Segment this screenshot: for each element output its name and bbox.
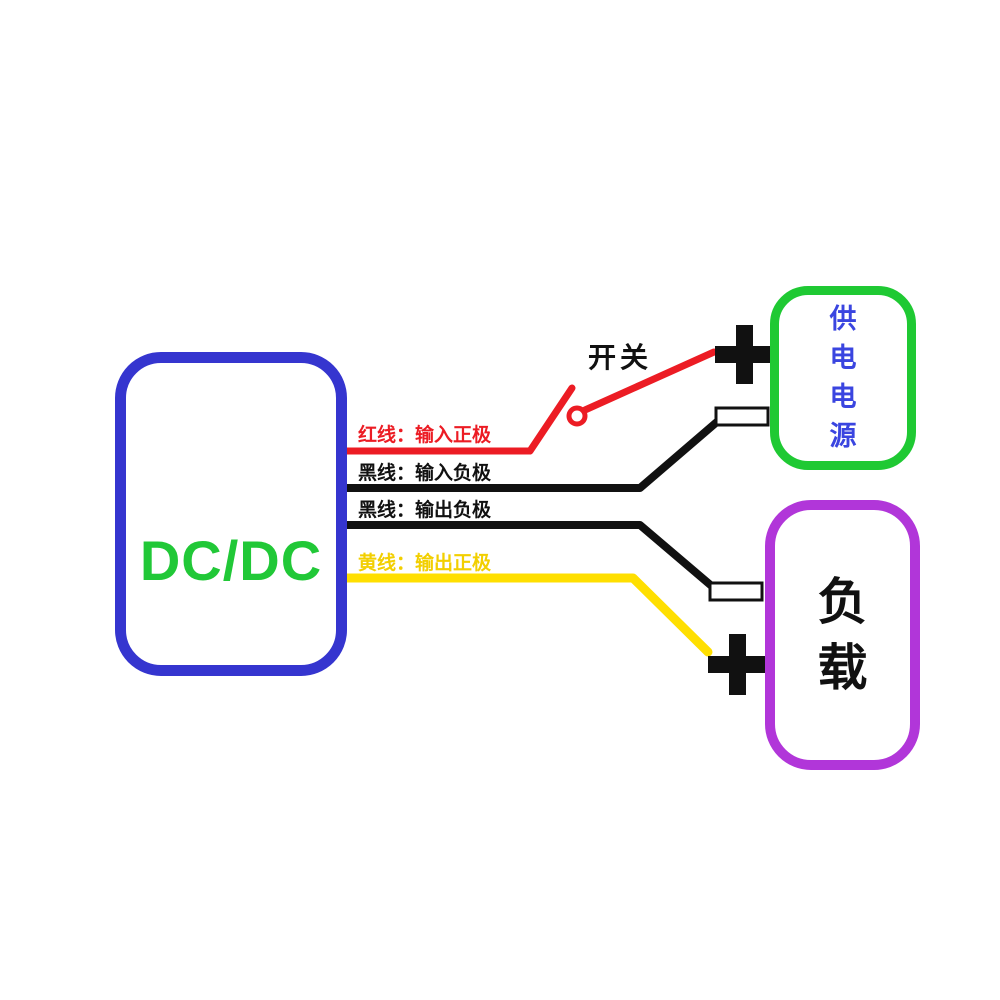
power-supply-char: 电: [829, 343, 857, 373]
black-output-wire-label: 黑线：输出负极: [358, 500, 492, 521]
red-input-wire: [341, 384, 576, 455]
power-supply-box: 供 电 电 源: [770, 286, 916, 470]
input-negative-lug: [714, 406, 770, 427]
switch-to-plus-wire: [581, 348, 718, 414]
load-box: 负 载: [765, 500, 920, 770]
yellow-wire-label: 黄线：输出正极: [358, 553, 492, 574]
black-input-wire: [341, 417, 722, 492]
output-negative-lug: [708, 581, 764, 602]
power-supply-char: 电: [829, 382, 857, 412]
dcdc-label: DC/DC: [139, 528, 323, 592]
switch-label: 开关: [588, 342, 653, 373]
yellow-output-wire: [340, 573, 713, 657]
power-supply-char: 供: [829, 304, 857, 334]
black-input-wire-label: 黑线：输入负极: [358, 463, 492, 484]
power-supply-char: 源: [829, 421, 857, 451]
black-output-wire: [341, 521, 718, 592]
input-plus-terminal: [715, 325, 774, 384]
switch-pivot-circle: [566, 405, 588, 427]
dcdc-converter-box: DC/DC: [115, 352, 347, 676]
load-char: 负: [817, 574, 868, 630]
red-wire-label: 红线：输入正极: [358, 425, 492, 446]
output-plus-terminal: [708, 634, 767, 695]
load-char: 载: [817, 640, 868, 696]
